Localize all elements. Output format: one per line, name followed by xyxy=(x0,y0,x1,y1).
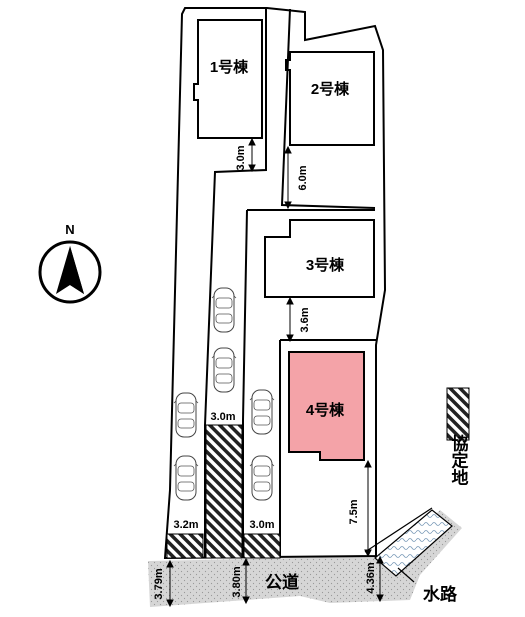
dim-label-3-6: 3.6m xyxy=(299,307,311,332)
building-3 xyxy=(264,219,375,298)
dim-arrows xyxy=(166,137,384,608)
legend: 協定地 xyxy=(446,387,470,486)
building-2 xyxy=(285,51,375,146)
north-compass: N xyxy=(38,222,102,304)
legend-swatch xyxy=(446,387,470,441)
building-4-label: 4号棟 xyxy=(306,401,345,419)
site-boundary xyxy=(163,7,387,560)
road-label: 公道 xyxy=(265,572,299,592)
dim-label-7-5: 7.5m xyxy=(348,499,360,524)
dim-label-3-2: 3.2m xyxy=(173,519,198,531)
waterway xyxy=(374,509,453,577)
agreement-area-3 xyxy=(243,533,281,559)
car-5 xyxy=(249,389,275,435)
car-2 xyxy=(211,347,237,393)
building-2-label: 2号棟 xyxy=(311,80,350,98)
car-4 xyxy=(173,455,199,501)
legend-label: 協定地 xyxy=(449,433,469,485)
car-6 xyxy=(249,455,275,501)
building-4 xyxy=(288,351,365,461)
agreement-area-2 xyxy=(205,424,243,559)
dim-label-3-0-top: 3.0m xyxy=(235,145,247,170)
dim-label-3-0-mid: 3.0m xyxy=(210,411,235,423)
north-label: N xyxy=(65,222,74,237)
dim-label-4-36: 4.36m xyxy=(365,562,377,593)
building-1-label: 1号棟 xyxy=(210,58,249,76)
car-3 xyxy=(173,392,199,438)
dim-label-3-80: 3.80m xyxy=(231,566,243,597)
building-1 xyxy=(193,19,263,139)
car-1 xyxy=(211,287,237,333)
agreement-area-1 xyxy=(166,533,204,559)
dim-label-3-79: 3.79m xyxy=(153,568,165,599)
dim-label-6-0: 6.0m xyxy=(297,165,309,190)
dim-label-3-0-bottom: 3.0m xyxy=(249,519,274,531)
building-3-label: 3号棟 xyxy=(306,256,345,274)
waterway-label: 水路 xyxy=(423,584,458,604)
public-road xyxy=(148,510,462,607)
